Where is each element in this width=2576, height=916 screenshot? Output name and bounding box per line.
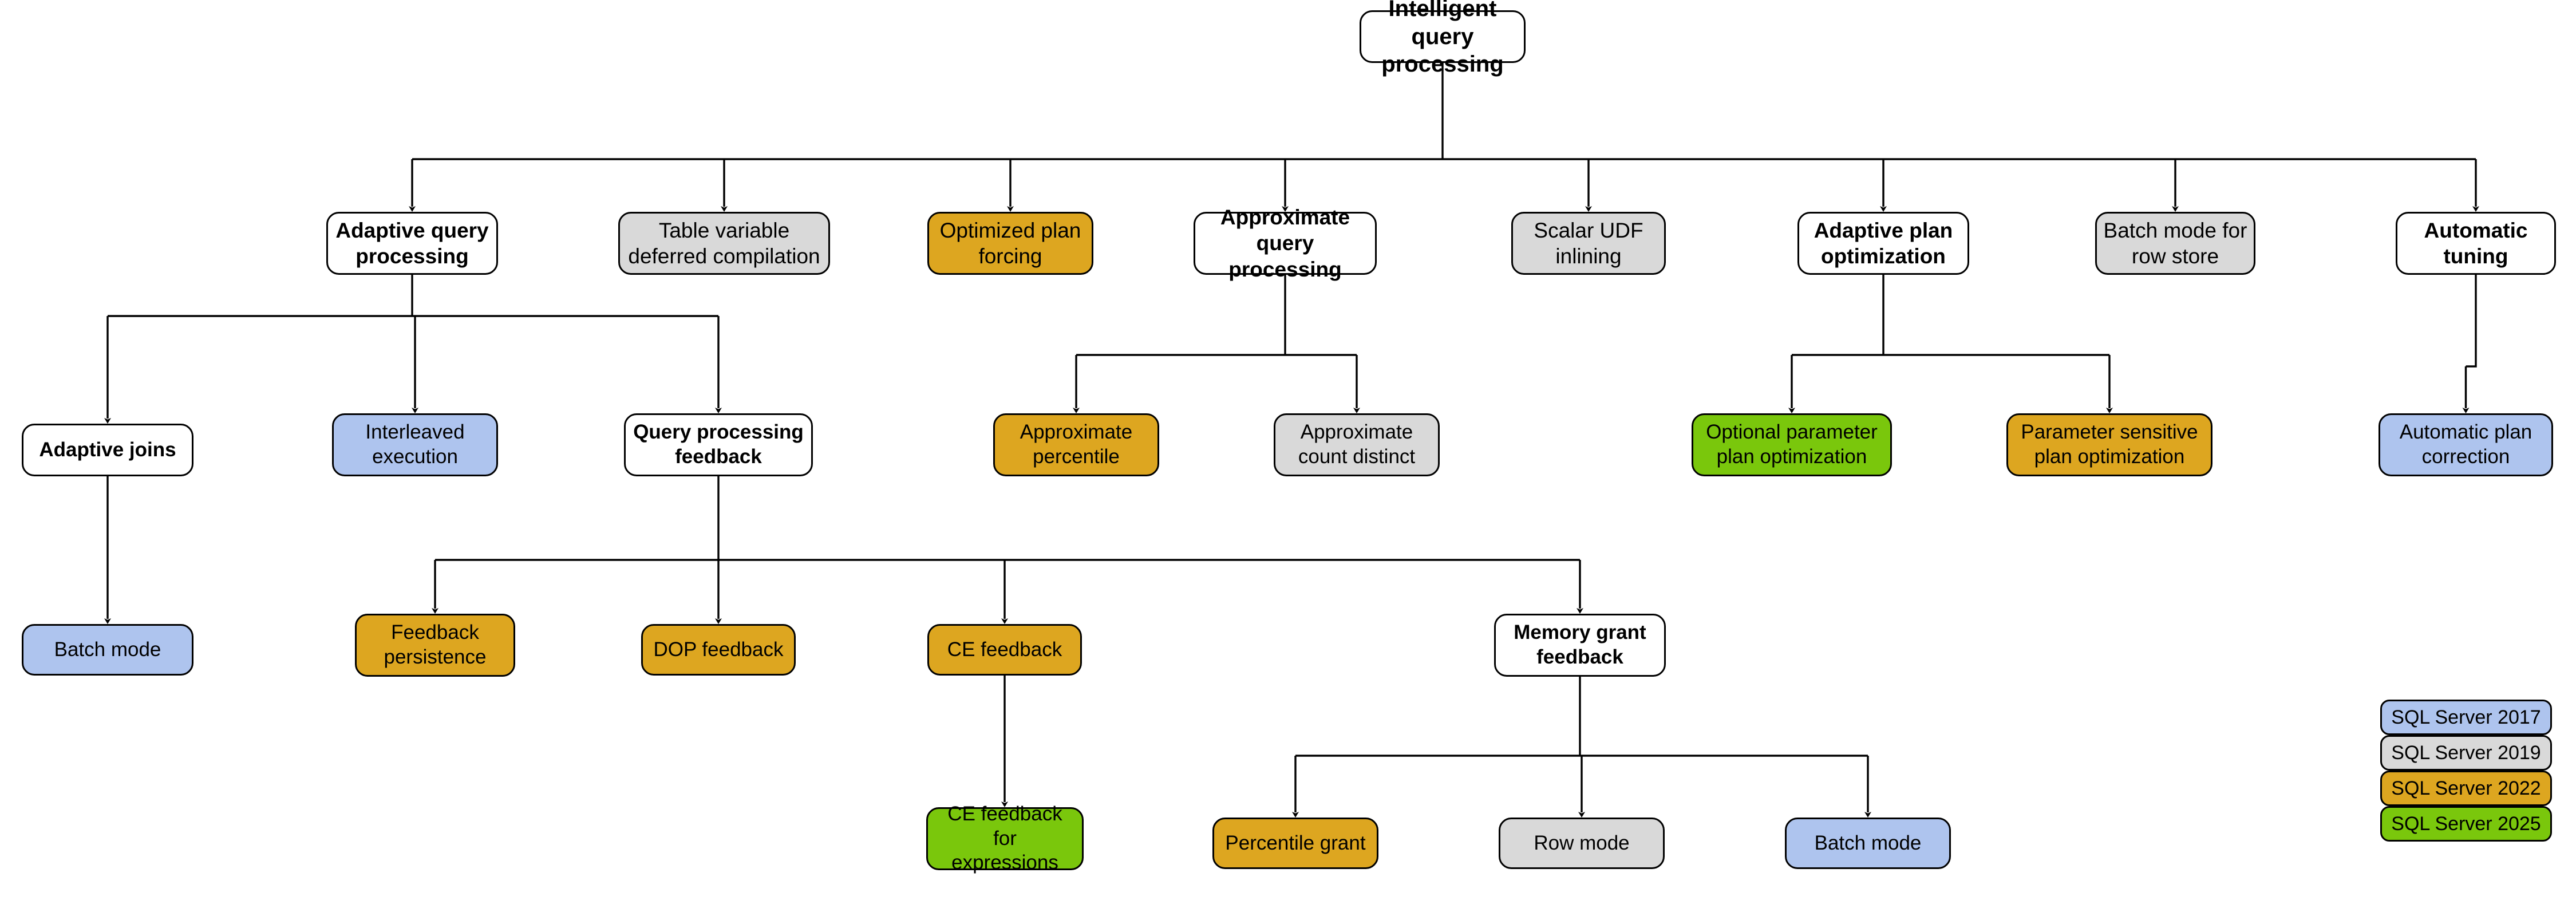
node-approximate-percentile[interactable]: Approximate percentile (993, 413, 1159, 476)
node-batch-mode-adaptive-joins[interactable]: Batch mode (22, 624, 193, 676)
legend-label: SQL Server 2019 (2391, 741, 2541, 764)
node-label: Parameter sensitive plan optimization (2021, 421, 2198, 468)
node-feedback-persistence[interactable]: Feedback persistence (355, 614, 515, 677)
node-label: Approximate count distinct (1298, 421, 1416, 468)
node-parameter-sensitive-plan-optimization[interactable]: Parameter sensitive plan optimization (2006, 413, 2212, 476)
node-approximate-count-distinct[interactable]: Approximate count distinct (1274, 413, 1440, 476)
node-label: Table variable deferred compilation (628, 218, 820, 268)
node-automatic-tuning[interactable]: Automatic tuning (2396, 212, 2556, 275)
node-label: Optional parameter plan optimization (1706, 421, 1878, 468)
node-label: Batch mode (1814, 831, 1922, 854)
node-label: Automatic tuning (2424, 218, 2528, 268)
node-label: Feedback persistence (384, 621, 487, 668)
node-label: CE feedback for expressions (947, 802, 1062, 874)
edge-bus (2466, 275, 2477, 368)
node-label: DOP feedback (653, 638, 784, 661)
node-label: Optimized plan forcing (939, 218, 1081, 268)
legend-label: SQL Server 2025 (2391, 812, 2541, 835)
node-label: Query processing feedback (633, 421, 804, 468)
node-ce-feedback-for-expressions[interactable]: CE feedback for expressions (926, 803, 1084, 874)
node-label: CE feedback (947, 638, 1062, 661)
node-scalar-udf-inlining[interactable]: Scalar UDF inlining (1511, 212, 1666, 275)
node-dop-feedback[interactable]: DOP feedback (641, 624, 796, 676)
legend-sql-server-2019: SQL Server 2019 (2380, 735, 2552, 771)
node-interleaved-execution[interactable]: Interleaved execution (332, 413, 498, 476)
node-label: Approximate query processing (1220, 206, 1350, 281)
node-label: Adaptive query processing (335, 218, 489, 268)
node-automatic-plan-correction[interactable]: Automatic plan correction (2379, 413, 2553, 476)
node-label: Approximate percentile (1020, 421, 1133, 468)
node-approximate-query-processing[interactable]: Approximate query processing (1194, 206, 1377, 281)
node-label: Batch mode (54, 638, 161, 661)
node-batch-mode-for-row-store[interactable]: Batch mode for row store (2095, 212, 2255, 275)
node-label: Intelligent query processing (1381, 0, 1504, 77)
node-percentile-grant[interactable]: Percentile grant (1212, 818, 1378, 869)
legend-sql-server-2022: SQL Server 2022 (2380, 771, 2552, 806)
node-label: Memory grant feedback (1514, 621, 1646, 668)
node-adaptive-query-processing[interactable]: Adaptive query processing (326, 212, 498, 275)
node-row-mode[interactable]: Row mode (1499, 818, 1665, 869)
node-label: Percentile grant (1225, 831, 1366, 854)
node-batch-mode-memory-grant[interactable]: Batch mode (1785, 818, 1951, 869)
node-table-variable-deferred-compilation[interactable]: Table variable deferred compilation (618, 212, 830, 275)
node-optional-parameter-plan-optimization[interactable]: Optional parameter plan optimization (1692, 413, 1892, 476)
node-label: Adaptive joins (39, 438, 176, 461)
legend-sql-server-2025: SQL Server 2025 (2380, 806, 2552, 842)
node-label: Adaptive plan optimization (1814, 218, 1953, 268)
legend-label: SQL Server 2022 (2391, 777, 2541, 799)
node-label: Scalar UDF inlining (1534, 218, 1643, 268)
node-query-processing-feedback[interactable]: Query processing feedback (624, 413, 813, 476)
node-adaptive-joins[interactable]: Adaptive joins (22, 424, 193, 476)
node-optimized-plan-forcing[interactable]: Optimized plan forcing (927, 212, 1093, 275)
node-ce-feedback[interactable]: CE feedback (927, 624, 1082, 676)
node-memory-grant-feedback[interactable]: Memory grant feedback (1494, 614, 1666, 677)
node-adaptive-plan-optimization[interactable]: Adaptive plan optimization (1797, 212, 1969, 275)
legend-sql-server-2017: SQL Server 2017 (2380, 700, 2552, 735)
node-label: Row mode (1534, 831, 1630, 854)
legend-label: SQL Server 2017 (2391, 706, 2541, 728)
node-label: Automatic plan correction (2399, 421, 2532, 468)
node-label: Batch mode for row store (2103, 218, 2247, 268)
node-label: Interleaved execution (365, 421, 465, 468)
node-root[interactable]: Intelligent query processing (1360, 0, 1526, 77)
